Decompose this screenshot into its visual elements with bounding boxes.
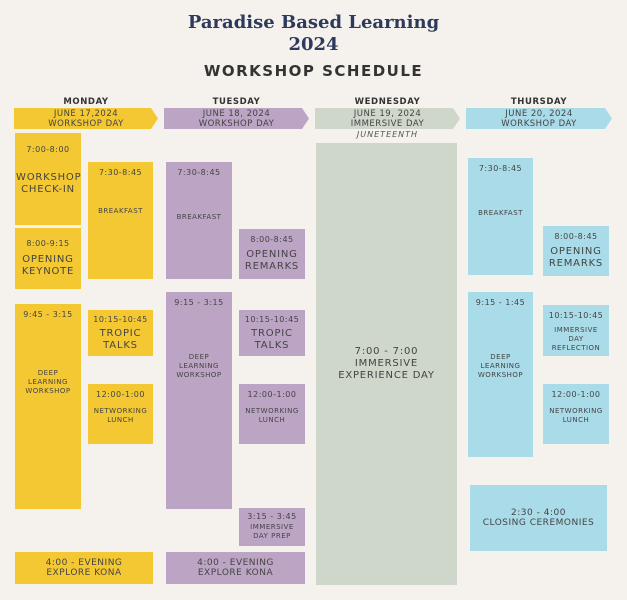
event-label: NETWORKING LUNCH (93, 407, 148, 424)
wednesday-immersive-block: 7:00 - 7:00 IMMERSIVE EXPERIENCE DAY (316, 143, 457, 585)
day-name-wednesday: WEDNESDAY (354, 97, 421, 107)
tuesday-deep-learning-block: 9:15 - 3:15 DEEP LEARNING WORKSHOP (166, 292, 232, 509)
tuesday-lunch-block: 12:00-1:00 NETWORKING LUNCH (239, 384, 305, 444)
event-label: DEEP LEARNING WORKSHOP (477, 353, 524, 379)
event-time: 9:15 - 1:45 (475, 298, 526, 307)
event-time: 7:30-8:45 (98, 168, 143, 177)
event-label: DEEP LEARNING WORKSHOP (176, 353, 222, 379)
monday-breakfast-block: 7:30-8:45 BREAKFAST (88, 162, 153, 279)
event-time: 4:00 - EVENING (197, 558, 274, 568)
event-time: 7:30-8:45 (177, 168, 221, 177)
event-label: IMMERSIVE DAY PREP (250, 523, 294, 540)
event-label: BREAKFAST (98, 207, 143, 215)
day-type: WORKSHOP DAY (48, 118, 124, 129)
day-date: JUNE 18, 2024 (202, 108, 271, 119)
thursday-breakfast-block: 7:30-8:45 BREAKFAST (468, 158, 533, 275)
event-time: 9:45 - 3:15 (23, 310, 73, 319)
page-year: 2024 (288, 34, 339, 55)
day-type: WORKSHOP DAY (198, 118, 275, 129)
event-time: 9:15 - 3:15 (174, 298, 224, 307)
event-label: EXPLORE KONA (197, 568, 274, 578)
day-type: IMMERSIVE DAY (350, 118, 425, 129)
event-time: 4:00 - EVENING (45, 558, 123, 568)
monday-checkin-block: 7:00-8:00 WORKSHOP CHECK-IN (15, 133, 81, 225)
event-time: 2:30 - 4:00 (511, 508, 566, 518)
event-label: TROPIC TALKS (251, 327, 293, 351)
tuesday-tropic-block: 10:15-10:45 TROPIC TALKS (239, 310, 305, 356)
thursday-remarks-block: 8:00-8:45 OPENING REMARKS (543, 226, 609, 276)
event-label: NETWORKING LUNCH (549, 407, 603, 424)
monday-evening-block: 4:00 - EVENING EXPLORE KONA (15, 552, 153, 584)
monday-lunch-block: 12:00-1:00 NETWORKING LUNCH (88, 384, 153, 444)
day-name-thursday: THURSDAY (510, 97, 568, 107)
juneteenth-note: JUNETEENTH (356, 130, 419, 139)
event-time: 8:00-8:45 (554, 232, 598, 241)
page-subtitle: WORKSHOP SCHEDULE (203, 62, 424, 80)
event-time: 10:15-10:45 (93, 314, 148, 324)
tuesday-evening-block: 4:00 - EVENING EXPLORE KONA (166, 552, 305, 584)
event-label: TROPIC TALKS (99, 327, 142, 351)
day-banner-tuesday: JUNE 18, 2024 WORKSHOP DAY (164, 108, 309, 129)
day-banner-thursday: JUNE 20, 2024 WORKSHOP DAY (466, 108, 612, 129)
event-label: WORKSHOP CHECK-IN (16, 171, 82, 195)
event-label: BREAKFAST (176, 213, 222, 221)
event-label: CLOSING CEREMONIES (482, 518, 595, 528)
day-banner-monday: JUNE 17,2024 WORKSHOP DAY (14, 108, 158, 129)
thursday-lunch-block: 12:00-1:00 NETWORKING LUNCH (543, 384, 609, 444)
day-date: JUNE 19, 2024 (353, 108, 422, 119)
event-time: 3:15 - 3:45 (247, 512, 297, 521)
event-label: OPENING REMARKS (548, 246, 604, 269)
event-time: 8:00-9:15 (26, 239, 70, 248)
event-time: 8:00-8:45 (250, 235, 294, 244)
thursday-closing-block: 2:30 - 4:00 CLOSING CEREMONIES (470, 485, 607, 551)
tuesday-prep-block: 3:15 - 3:45 IMMERSIVE DAY PREP (239, 508, 305, 546)
event-time: 7:00-8:00 (26, 144, 70, 154)
day-date: JUNE 17,2024 (53, 108, 119, 119)
event-time: 12:00-1:00 (96, 390, 145, 399)
event-time: 12:00-1:00 (247, 390, 297, 399)
event-label: IMMERSIVE DAY REFLECTION (551, 326, 601, 352)
day-date: JUNE 20, 2024 (505, 108, 573, 119)
day-name-tuesday: TUESDAY (212, 97, 261, 107)
event-label: EXPLORE KONA (46, 568, 122, 578)
day-banner-wednesday: JUNE 19, 2024 IMMERSIVE DAY (315, 108, 460, 129)
day-name-monday: MONDAY (63, 97, 109, 107)
monday-deep-learning-block: 9:45 - 3:15 DEEP LEARNING WORKSHOP (15, 304, 81, 509)
thursday-deep-learning-block: 9:15 - 1:45 DEEP LEARNING WORKSHOP (468, 292, 533, 457)
event-label: OPENING KEYNOTE (21, 254, 75, 277)
thursday-reflection-block: 10:15-10:45 IMMERSIVE DAY REFLECTION (543, 305, 609, 356)
event-label: IMMERSIVE EXPERIENCE DAY (338, 358, 435, 381)
tuesday-remarks-block: 8:00-8:45 OPENING REMARKS (239, 229, 305, 279)
event-label: OPENING REMARKS (244, 249, 300, 272)
day-type: WORKSHOP DAY (501, 118, 577, 129)
event-time: 10:15-10:45 (548, 311, 604, 320)
monday-tropic-block: 10:15-10:45 TROPIC TALKS (88, 310, 153, 356)
event-label: DEEP LEARNING WORKSHOP (25, 369, 71, 395)
monday-keynote-block: 8:00-9:15 OPENING KEYNOTE (15, 228, 81, 289)
event-time: 10:15-10:45 (244, 314, 300, 324)
event-time: 12:00-1:00 (551, 390, 601, 399)
event-time: 7:30-8:45 (478, 164, 523, 173)
event-time: 7:00 - 7:00 (354, 346, 419, 357)
tuesday-breakfast-block: 7:30-8:45 BREAKFAST (166, 162, 232, 279)
event-label: BREAKFAST (478, 209, 523, 217)
event-label: NETWORKING LUNCH (245, 407, 299, 424)
page-title: Paradise Based Learning (187, 12, 440, 33)
